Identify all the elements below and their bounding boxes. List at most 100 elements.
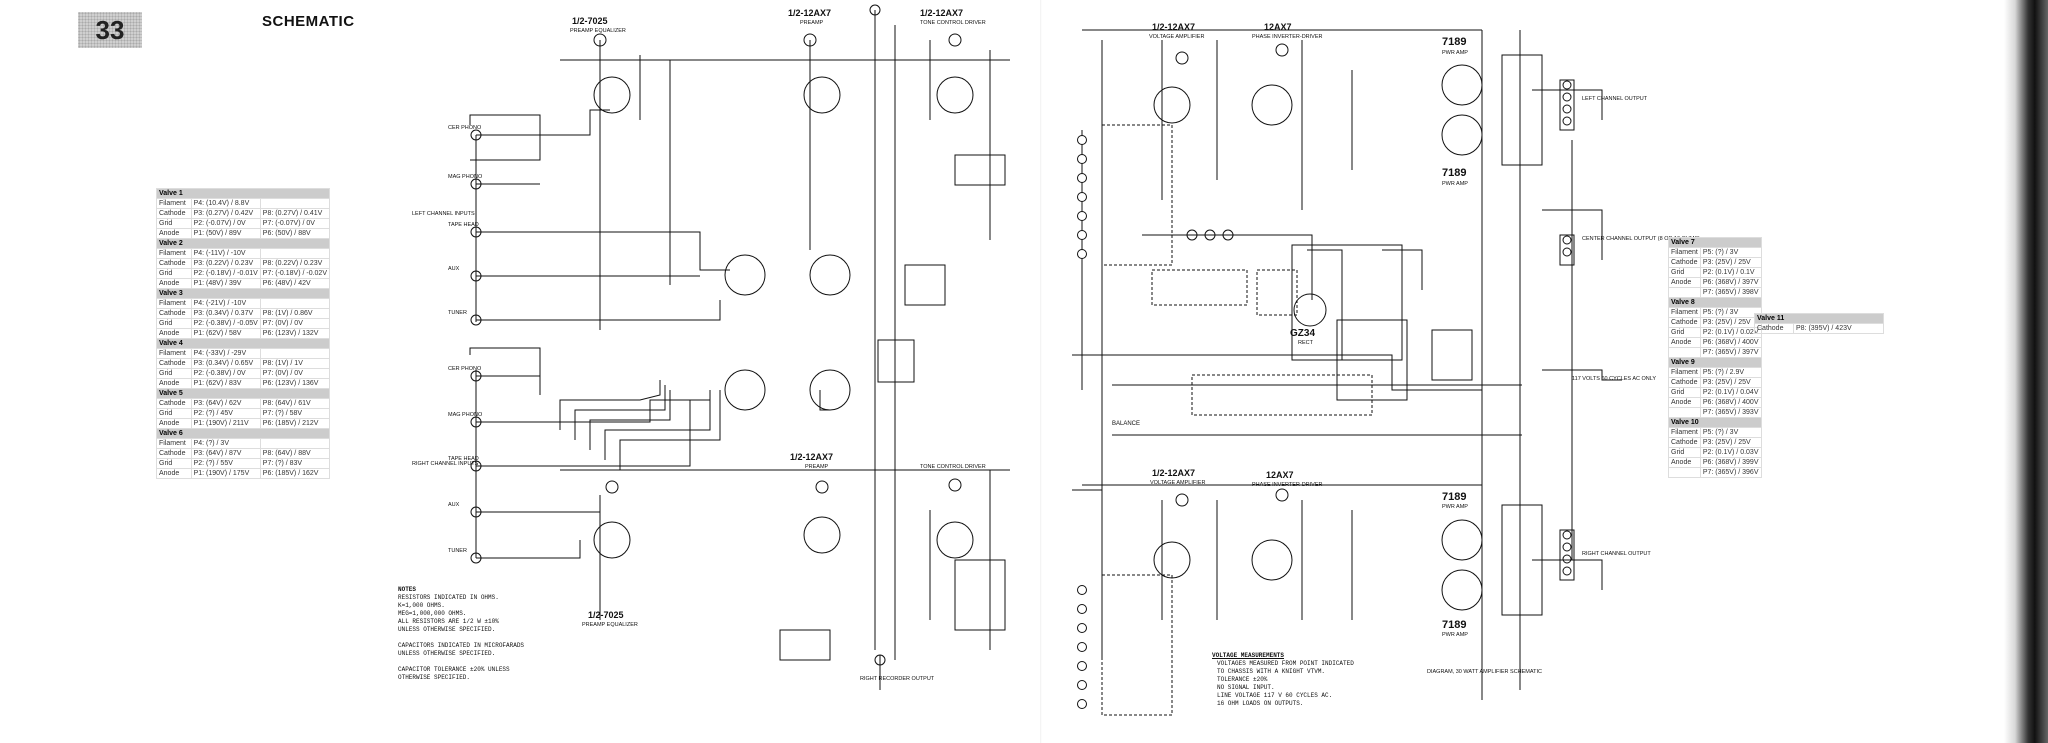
output-terminal [1562,116,1572,126]
input-jack-label: CER PHONO [448,366,482,372]
input-jack-label: CER PHONO [448,125,482,131]
input-jack-label: AUX [448,266,460,272]
right-inputs-label: RIGHT CHANNEL INPUTS [412,461,479,467]
right-page: 1/2-12AX7 VOLTAGE AMPLIFIER 12AX7 PHASE … [1042,0,2048,743]
valve-cell: P6: (368V) / 400V [1699,397,1762,408]
input-jack-label: TUNER [448,310,467,316]
tube-v4a [936,521,974,559]
input-jack-label: MAG PHONO [448,412,483,418]
tube-v5a [1153,86,1191,124]
pc-terminal [1077,699,1087,709]
valve-cell: Filament [1668,307,1701,318]
pc-terminal [1077,661,1087,671]
valve-cell: Grid [1668,327,1701,338]
valve-cell: P7: (365V) / 396V [1699,467,1762,478]
valve-name: Valve 10 [1668,417,1762,428]
v2a-title: 1/2-12AX7 [788,8,831,18]
valve-row: P7: (365V) / 397V [1668,347,1762,358]
valve-cell: Filament [1668,367,1701,378]
valve-cell [1668,407,1701,418]
valve-header: Valve 9 [1668,357,1762,368]
valve-cell: Grid [1668,387,1701,398]
v8-subtitle: PWR AMP [1442,181,1468,187]
valve-cell: Grid [1668,267,1701,278]
valve-cell: P3: (25V) / 25V [1699,437,1762,448]
valve-name: Valve 9 [1668,357,1762,368]
rectifier-subtitle: RECT [1298,340,1314,346]
v5-subtitle: VOLTAGE AMPLIFIER [1149,34,1204,40]
valve-cell: Grid [1668,447,1701,458]
valve-cell: P5: (?) / 2.9V [1699,367,1762,378]
tube-v9 [1441,519,1483,561]
valve-header: Valve 11 [1754,313,1884,324]
pc-terminal [1077,585,1087,595]
input-jack-label: MAG PHONO [448,174,483,180]
pc-terminal [1077,249,1087,259]
page-title: SCHEMATIC [262,13,355,30]
valve-name: Valve 11 [1754,313,1884,324]
valve-row: P7: (365V) / 393V [1668,407,1762,418]
v1a-subtitle: PREAMP EQUALIZER [570,28,626,34]
note-line: CAPACITORS INDICATED IN MICROFARADS [398,642,525,649]
v6-title: 12AX7 [1266,470,1294,480]
note-line: TO CHASSIS WITH A KNIGHT VTVM. [1217,668,1326,675]
tube-v8 [1441,114,1483,156]
input-jack [470,129,482,141]
input-jack-label: TUNER [448,548,467,554]
v6-subtitle: PHASE INVERTER-DRIVER [1252,482,1323,488]
v1b-title: 1/2-7025 [588,610,624,620]
v4b-title: 1/2-12AX7 [1152,468,1195,478]
valve-cell: Filament [1668,427,1701,438]
valve-cell: P7: (365V) / 398V [1699,287,1762,298]
v5-title: 1/2-12AX7 [1152,22,1195,32]
v3-subtitle: TONE CONTROL DRIVER [920,20,986,26]
valve-cell: Cathode [1668,317,1701,328]
v9-title: 7189 [1442,491,1466,503]
note-line: 16 OHM LOADS ON OUTPUTS. [1217,700,1304,707]
left-output-label: LEFT CHANNEL OUTPUT [1582,96,1648,102]
tube-v6 [1251,539,1293,581]
rectifier-title: GZ34 [1290,328,1315,339]
page-number: 33 [78,12,142,48]
pc-terminal [1077,173,1087,183]
note-line: ALL RESISTORS ARE 1/2 W ±10% [398,618,499,625]
valve-cell: P3: (25V) / 25V [1699,317,1762,328]
input-jack [470,370,482,382]
valve-cell: Cathode [1668,437,1701,448]
v10-subtitle: PWR AMP [1442,632,1468,638]
right-test-points [1175,43,1289,507]
output-terminal [1562,566,1572,576]
voltage-notes-title: VOLTAGE MEASUREMENTS [1212,652,1285,659]
valve-cell: Cathode [1668,257,1701,268]
valve-cell [1668,347,1701,358]
note-line: UNLESS OTHERWISE SPECIFIED. [398,650,496,657]
balance-label: BALANCE [1112,421,1140,427]
left-wiring [469,10,1010,690]
v8-title: 7189 [1442,167,1466,179]
pc-terminal [1077,604,1087,614]
valve-cell: P7: (365V) / 397V [1699,347,1762,358]
tube-v2a [803,76,841,114]
valve-cell: Anode [1668,397,1701,408]
output-terminal [1562,554,1572,564]
tube-v1a [593,76,631,114]
pc-terminal [1077,211,1087,221]
valve-cell: P6: (368V) / 400V [1699,337,1762,348]
note-line: CAPACITOR TOLERANCE ±20% UNLESS [398,666,510,673]
note-line: RESISTORS INDICATED IN OHMS. [398,594,499,601]
page-fold [1040,0,1043,743]
input-jack-label: AUX [448,502,460,508]
note-line [398,634,524,642]
